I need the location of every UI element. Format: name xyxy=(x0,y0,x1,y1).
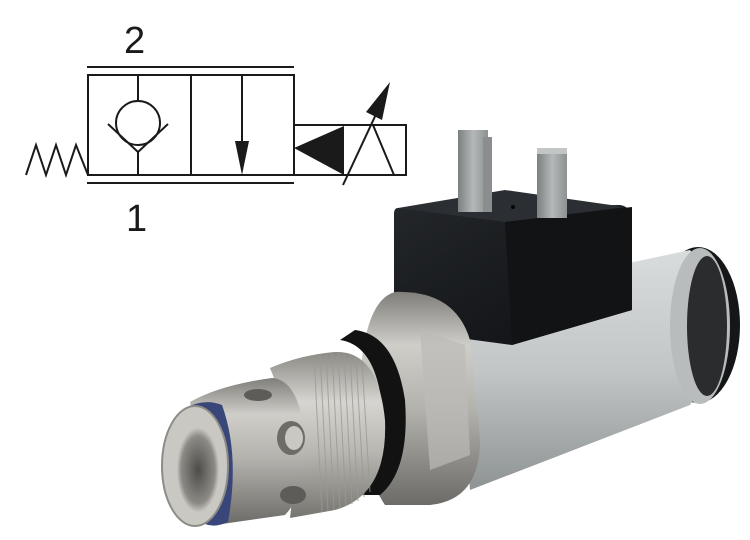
cross-port xyxy=(244,389,272,401)
spring-icon xyxy=(25,141,89,179)
nose-bore xyxy=(177,428,219,512)
check-valve-icon xyxy=(107,75,169,175)
o-ring xyxy=(340,330,406,495)
cross-port xyxy=(280,486,306,504)
spade-terminal-pins xyxy=(458,130,567,218)
hydraulic-schematic xyxy=(25,66,407,186)
solenoid-valve-render xyxy=(161,130,740,527)
flow-arrow-icon xyxy=(235,75,249,175)
port-1-label: 1 xyxy=(126,198,148,240)
port-2-label: 2 xyxy=(124,20,146,62)
solenoid-actuator-icon xyxy=(293,82,407,186)
coil-connector-block xyxy=(394,190,632,345)
